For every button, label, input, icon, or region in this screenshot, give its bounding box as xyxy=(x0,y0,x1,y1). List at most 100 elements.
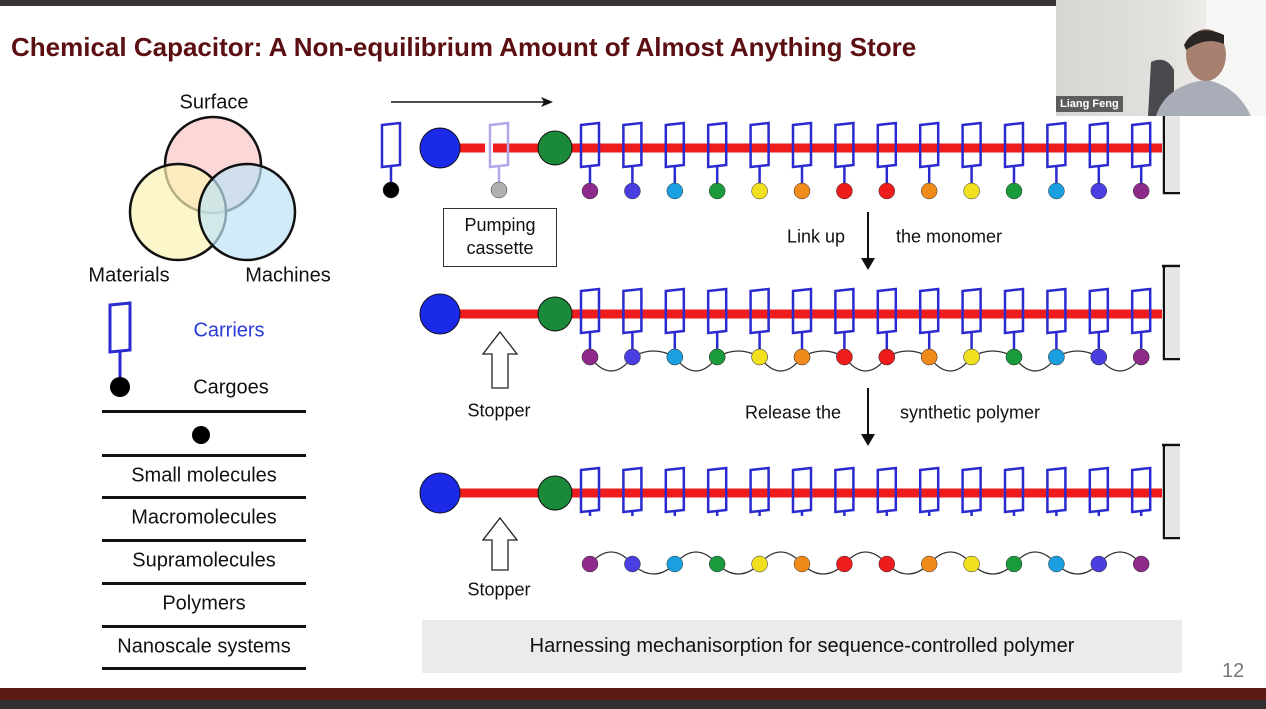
axle-rod xyxy=(440,488,1162,498)
stopper-label: Stopper xyxy=(467,579,531,600)
carrier xyxy=(961,121,982,169)
carrier xyxy=(876,466,898,514)
carrier xyxy=(1130,466,1152,514)
cargo-bead xyxy=(382,181,400,199)
cargo-bead xyxy=(1090,348,1108,366)
divider xyxy=(102,667,306,670)
polymer-bead xyxy=(751,555,768,573)
polymer-bead xyxy=(624,555,641,573)
cargo-legend-icon xyxy=(110,377,130,397)
legend-cargoes: Cargoes xyxy=(193,376,269,399)
carrier xyxy=(918,466,940,514)
cargo-bead xyxy=(708,348,726,366)
cargo-bead xyxy=(878,182,896,200)
polymer-bead xyxy=(836,555,853,573)
cargo-bead xyxy=(1048,182,1065,200)
cargo-bead xyxy=(708,182,726,200)
venn-label-machines: Machines xyxy=(245,264,331,287)
carrier xyxy=(791,287,813,335)
polymer-bead xyxy=(1048,555,1065,573)
cargo-bead xyxy=(751,182,768,200)
stopper-green xyxy=(537,130,573,166)
carrier xyxy=(1130,287,1152,335)
axle-rod xyxy=(440,143,1162,153)
carrier xyxy=(749,466,770,514)
ghost-carrier xyxy=(488,121,510,169)
step1-left-label: Link up xyxy=(786,226,846,247)
stopper-blue xyxy=(419,293,461,335)
carrier xyxy=(1046,287,1067,335)
cargo-bead xyxy=(666,182,684,200)
carrier xyxy=(706,287,728,335)
divider xyxy=(102,582,306,585)
carrier xyxy=(622,121,643,169)
cargo-item: Small molecules xyxy=(131,464,277,487)
carrier xyxy=(749,287,770,335)
polymer-bead xyxy=(963,555,980,573)
cargo-bead xyxy=(793,182,811,200)
carrier xyxy=(664,121,686,169)
hollow-up-arrow-icon xyxy=(481,516,519,571)
divider xyxy=(102,539,306,542)
video-thumbnail[interactable]: Liang Feng xyxy=(1056,0,1266,116)
cargo-bead xyxy=(793,348,811,366)
caption: Harnessing mechanisorption for sequence-… xyxy=(529,635,1075,657)
bottom-bar xyxy=(0,688,1266,700)
carrier xyxy=(961,466,982,514)
cargo-bead xyxy=(1005,348,1023,366)
axle-rod xyxy=(440,309,1162,319)
arrow-head-icon xyxy=(541,97,553,107)
slide-title: Chemical Capacitor: A Non-equilibrium Am… xyxy=(11,32,917,62)
cargo-bead xyxy=(878,348,896,366)
cargo-bead xyxy=(624,348,641,366)
cargo-bead xyxy=(963,182,980,200)
carrier xyxy=(1088,121,1110,169)
divider xyxy=(102,625,306,628)
polymer-bead xyxy=(581,555,599,573)
step1-right-label: the monomer xyxy=(895,226,1003,247)
carrier xyxy=(834,121,855,169)
carrier xyxy=(834,287,855,335)
collecting-wall xyxy=(1162,264,1180,361)
venn-label-materials: Materials xyxy=(88,264,170,287)
polymer-bead xyxy=(1132,555,1150,573)
carrier xyxy=(706,466,728,514)
step2-left-label: Release the xyxy=(744,402,842,423)
divider xyxy=(102,496,306,499)
carrier xyxy=(791,121,813,169)
carrier xyxy=(622,287,643,335)
cargo-bead xyxy=(1090,182,1108,200)
carrier xyxy=(664,466,686,514)
carrier xyxy=(706,121,728,169)
carrier xyxy=(579,466,601,514)
cargo-dot-icon xyxy=(192,426,210,444)
cargo-bead xyxy=(1132,348,1150,366)
polymer-bead xyxy=(793,555,811,573)
polymer-bead xyxy=(1090,555,1108,573)
polymer-bead xyxy=(1005,555,1023,573)
wall-shade xyxy=(1165,102,1180,192)
stopper-green xyxy=(537,475,573,511)
cargo-bead xyxy=(920,182,938,200)
stopper-label: Stopper xyxy=(467,400,531,421)
cargo-bead xyxy=(581,182,599,200)
cargo-bead xyxy=(1048,348,1065,366)
carrier xyxy=(749,121,770,169)
legend-carriers: Carriers xyxy=(193,319,265,342)
carrier xyxy=(1003,121,1025,169)
carrier xyxy=(664,287,686,335)
cargo-bead xyxy=(1132,182,1150,200)
cargo-bead xyxy=(963,348,980,366)
top-bar xyxy=(0,0,1266,6)
cargo-bead xyxy=(581,348,599,366)
cargo-item: Supramolecules xyxy=(132,549,276,572)
carrier xyxy=(622,466,643,514)
arrow-down-icon xyxy=(861,434,875,446)
cargo-bead xyxy=(920,348,938,366)
hollow-up-arrow-icon xyxy=(481,330,519,389)
carrier xyxy=(1130,121,1152,169)
cargo-bead xyxy=(836,182,853,200)
pumping-label: Pumping xyxy=(464,215,536,235)
